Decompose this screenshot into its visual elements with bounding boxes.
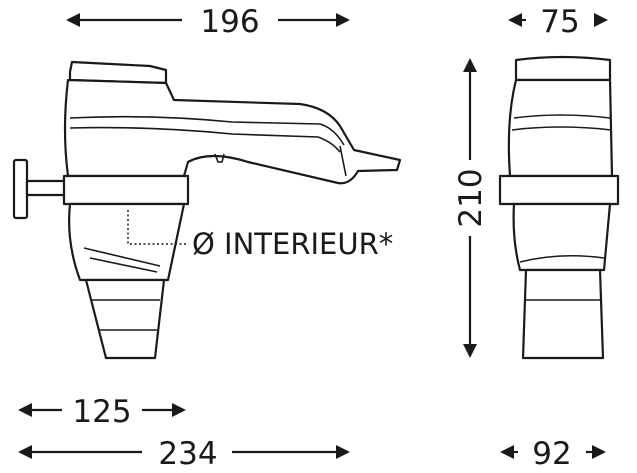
dryer-lower-barrel bbox=[68, 202, 186, 282]
interior-leader bbox=[127, 210, 186, 245]
wall-plate bbox=[12, 158, 29, 220]
dryer-cone bbox=[84, 278, 166, 360]
wall-arm bbox=[25, 179, 67, 197]
holder-ring-side bbox=[62, 174, 190, 206]
holder-ring-front bbox=[498, 174, 620, 206]
front-cone bbox=[521, 268, 605, 360]
side-view-dryer bbox=[12, 60, 402, 360]
dim-75: 75 bbox=[540, 4, 579, 40]
dim-234: 234 bbox=[158, 436, 217, 468]
dimension-arrows bbox=[18, 13, 608, 459]
dim-125: 125 bbox=[72, 394, 131, 430]
dim-210: 210 bbox=[453, 168, 489, 227]
dim-92: 92 bbox=[532, 436, 571, 468]
front-top-cap bbox=[514, 55, 612, 82]
interior-diameter-label: Ø INTERIEUR* bbox=[192, 227, 393, 261]
front-view-dryer bbox=[498, 55, 620, 360]
dim-196: 196 bbox=[200, 4, 259, 40]
dryer-body bbox=[63, 78, 402, 185]
